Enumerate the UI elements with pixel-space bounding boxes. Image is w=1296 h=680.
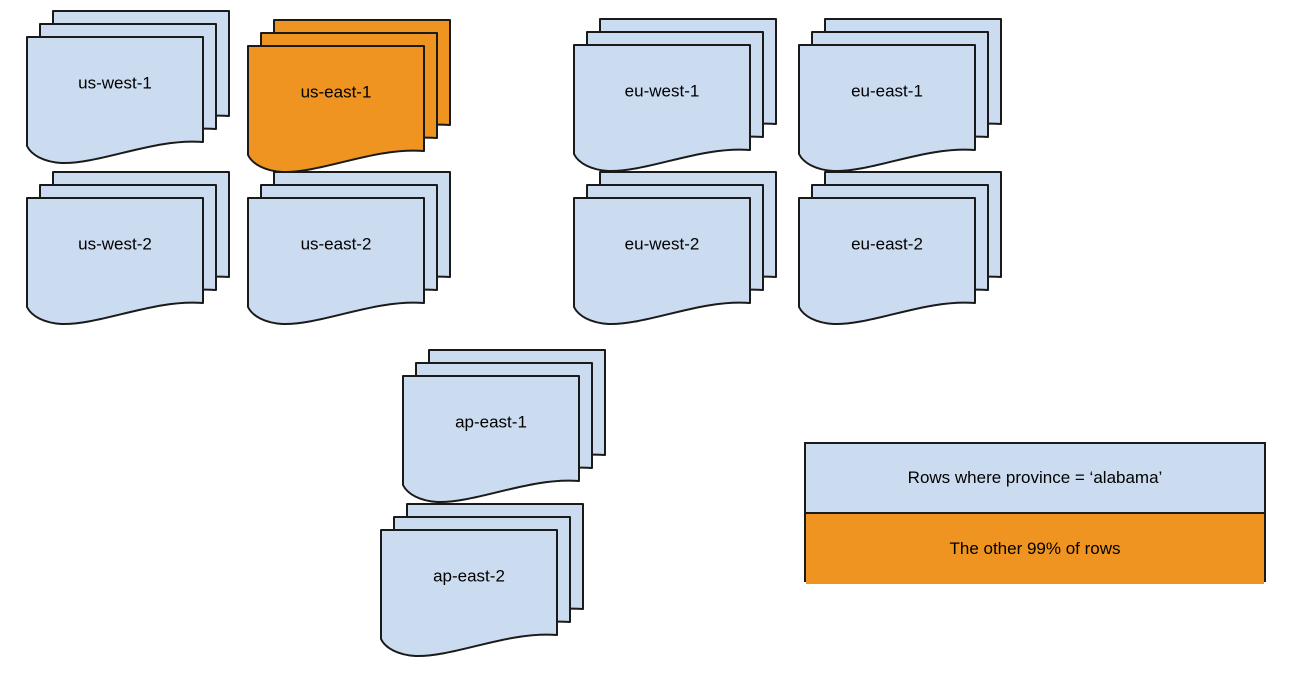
document-sheet xyxy=(573,44,751,173)
document-stack-label: eu-west-2 xyxy=(625,234,700,253)
document-stack-eu-east-1[interactable]: eu-east-1 xyxy=(798,18,1006,176)
document-stack-label: us-west-2 xyxy=(78,234,152,253)
document-sheet xyxy=(247,45,425,174)
document-stack-label: eu-east-1 xyxy=(851,81,923,100)
document-sheet xyxy=(573,197,751,326)
document-stack-label: eu-east-2 xyxy=(851,234,923,253)
document-sheet xyxy=(26,36,204,165)
legend-row-orange: The other 99% of rows xyxy=(806,514,1264,584)
document-stack-us-east-2[interactable]: us-east-2 xyxy=(247,171,455,329)
document-sheet xyxy=(798,197,976,326)
document-stack-eu-east-2[interactable]: eu-east-2 xyxy=(798,171,1006,329)
document-sheet xyxy=(380,529,558,658)
legend: Rows where province = ‘alabama’ The other… xyxy=(804,442,1266,584)
document-stack-eu-west-2[interactable]: eu-west-2 xyxy=(573,171,781,329)
document-stack-label: us-east-2 xyxy=(301,234,372,253)
document-stack-label: ap-east-2 xyxy=(433,566,505,585)
document-stack-ap-east-2[interactable]: ap-east-2 xyxy=(380,503,588,661)
document-stack-label: ap-east-1 xyxy=(455,412,527,431)
document-stack-us-east-1[interactable]: us-east-1 xyxy=(247,19,455,177)
document-stack-us-west-2[interactable]: us-west-2 xyxy=(26,171,234,329)
document-stack-label: us-east-1 xyxy=(301,82,372,101)
document-stack-label: us-west-1 xyxy=(78,73,152,92)
legend-row-label: Rows where province = ‘alabama’ xyxy=(907,468,1163,487)
document-stack-label: eu-west-1 xyxy=(625,81,700,100)
legend-row-blue: Rows where province = ‘alabama’ xyxy=(806,444,1264,514)
document-stack-us-west-1[interactable]: us-west-1 xyxy=(26,10,234,168)
document-sheet xyxy=(798,44,976,173)
document-sheet xyxy=(247,197,425,326)
document-stack-eu-west-1[interactable]: eu-west-1 xyxy=(573,18,781,176)
legend-row-label: The other 99% of rows xyxy=(949,539,1121,558)
document-sheet xyxy=(26,197,204,326)
document-stack-ap-east-1[interactable]: ap-east-1 xyxy=(402,349,610,507)
document-sheet xyxy=(402,375,580,504)
